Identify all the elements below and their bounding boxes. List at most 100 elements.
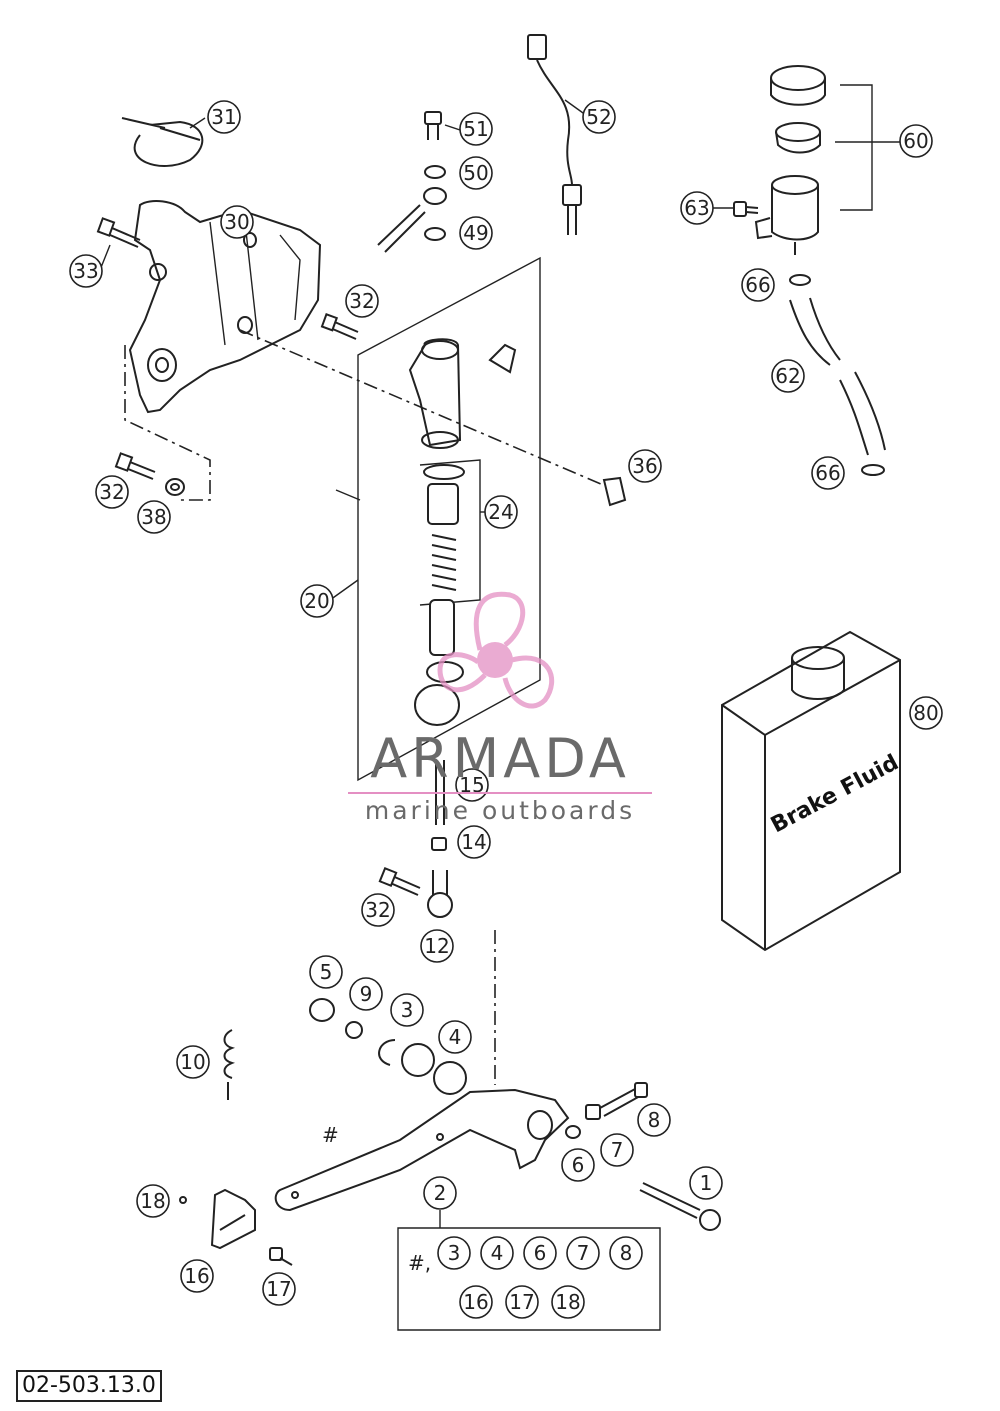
callout-c66b: 66: [811, 456, 845, 490]
callout-c50-label: 50: [463, 161, 488, 185]
bolt-32-lower: [378, 866, 421, 896]
callout-c32c-circle: [361, 893, 395, 927]
kit-item-18-circle: [551, 1285, 585, 1319]
callout-c31: 31: [207, 100, 241, 134]
callout-c63: 63: [680, 191, 714, 225]
callout-c4-label: 4: [449, 1025, 462, 1049]
callout-c32b-label: 32: [99, 480, 124, 504]
kit-item-3-circle: [437, 1236, 471, 1270]
clip-36: [602, 476, 627, 507]
callout-c49: 49: [459, 216, 493, 250]
reservoir-bracket-line: [835, 84, 873, 211]
callout-c60: 60: [899, 124, 933, 158]
reservoir-cap: [770, 65, 826, 106]
callout-c12-label: 12: [424, 934, 449, 958]
callout-c32a-circle: [345, 284, 379, 318]
callout-c62-label: 62: [775, 364, 800, 388]
callout-c49-label: 49: [463, 221, 488, 245]
pedal-step: [179, 1188, 256, 1250]
callout-c6-label: 6: [572, 1153, 585, 1177]
callout-c5: 5: [309, 955, 343, 989]
callout-c3-circle: [390, 993, 424, 1027]
callout-c32b-circle: [95, 475, 129, 509]
brake-light-switch: [527, 34, 582, 235]
long-bolt-1: [639, 1182, 721, 1231]
callout-c32c-label: 32: [365, 898, 390, 922]
kit-item-8: 8: [609, 1236, 643, 1270]
callout-c16: 16: [180, 1259, 214, 1293]
piston-kit-parts: [414, 464, 465, 726]
callout-c50-circle: [459, 156, 493, 190]
kit-item-18-label: 18: [555, 1290, 580, 1314]
master-cylinder-assembly-box: [357, 256, 541, 782]
kit-item-16-circle: [459, 1285, 493, 1319]
piston-kit-box: [419, 459, 481, 606]
callout-c8: 8: [637, 1103, 671, 1137]
callout-c36-label: 36: [632, 454, 657, 478]
callout-c8-circle: [637, 1103, 671, 1137]
banjo-bolt-parts: [377, 111, 447, 253]
kit-item-7-circle: [566, 1236, 600, 1270]
kit-prefix: #,: [408, 1251, 431, 1275]
callout-c6: 6: [561, 1148, 595, 1182]
callout-c2-label: 2: [434, 1181, 447, 1205]
callout-c7-circle: [600, 1133, 634, 1167]
callout-c30: 30: [220, 205, 254, 239]
master-cylinder-cover-plate: [128, 199, 322, 414]
kit-item-8-label: 8: [620, 1241, 633, 1265]
alignment-line-2: [124, 345, 211, 501]
callout-c66a: 66: [741, 268, 775, 302]
callout-c18: 18: [136, 1184, 170, 1218]
callout-c52-label: 52: [586, 105, 611, 129]
master-cylinder-body: [408, 338, 517, 449]
callout-c51: 51: [459, 112, 493, 146]
callout-c50: 50: [459, 156, 493, 190]
callout-c24-circle: [484, 495, 518, 529]
cable-tie-part: [121, 117, 204, 167]
callout-c31-label: 31: [211, 105, 236, 129]
callout-c80-circle: [909, 696, 943, 730]
pushrod-parts: [427, 760, 453, 918]
kit-item-3: 3: [437, 1236, 471, 1270]
callout-c66a-circle: [741, 268, 775, 302]
callout-c38: 38: [137, 500, 171, 534]
callout-c14-circle: [457, 825, 491, 859]
callout-c60-circle: [899, 124, 933, 158]
callout-c51-label: 51: [463, 117, 488, 141]
kit-item-17-circle: [505, 1285, 539, 1319]
kit-item-6: 6: [523, 1236, 557, 1270]
screw-17: [269, 1247, 293, 1266]
kit-item-7-label: 7: [577, 1241, 590, 1265]
brake-fluid-jug: [721, 630, 901, 952]
callout-c6-circle: [561, 1148, 595, 1182]
callout-c12: 12: [420, 929, 454, 963]
callout-c80-label: 80: [913, 701, 938, 725]
callout-c9-circle: [349, 977, 383, 1011]
callout-c14-label: 14: [461, 830, 486, 854]
callout-c3-label: 3: [401, 998, 414, 1022]
callout-c5-circle: [309, 955, 343, 989]
alignment-line-1: [239, 329, 616, 491]
kit-item-17-label: 17: [509, 1290, 534, 1314]
callout-c20-circle: [300, 584, 334, 618]
callout-c15: 15: [455, 768, 489, 802]
kit-item-16: 16: [459, 1285, 493, 1319]
kit-item-6-circle: [523, 1236, 557, 1270]
reservoir-diaphragm: [775, 122, 821, 154]
jug-label: Brake Fluid: [767, 750, 903, 838]
callout-c1: 1: [689, 1166, 723, 1200]
callout-c4: 4: [438, 1020, 472, 1054]
callout-c66b-circle: [811, 456, 845, 490]
callout-c7: 7: [600, 1133, 634, 1167]
callout-c18-label: 18: [140, 1189, 165, 1213]
pivot-bolt-and-washers: [565, 1082, 648, 1139]
callout-c4-circle: [438, 1020, 472, 1054]
kit-item-3-label: 3: [448, 1241, 461, 1265]
document-id: 02-503.13.0: [16, 1370, 162, 1402]
kit-item-8-circle: [609, 1236, 643, 1270]
callout-c17-circle: [262, 1272, 296, 1306]
callout-c5-label: 5: [320, 960, 333, 984]
kit-item-7: 7: [566, 1236, 600, 1270]
